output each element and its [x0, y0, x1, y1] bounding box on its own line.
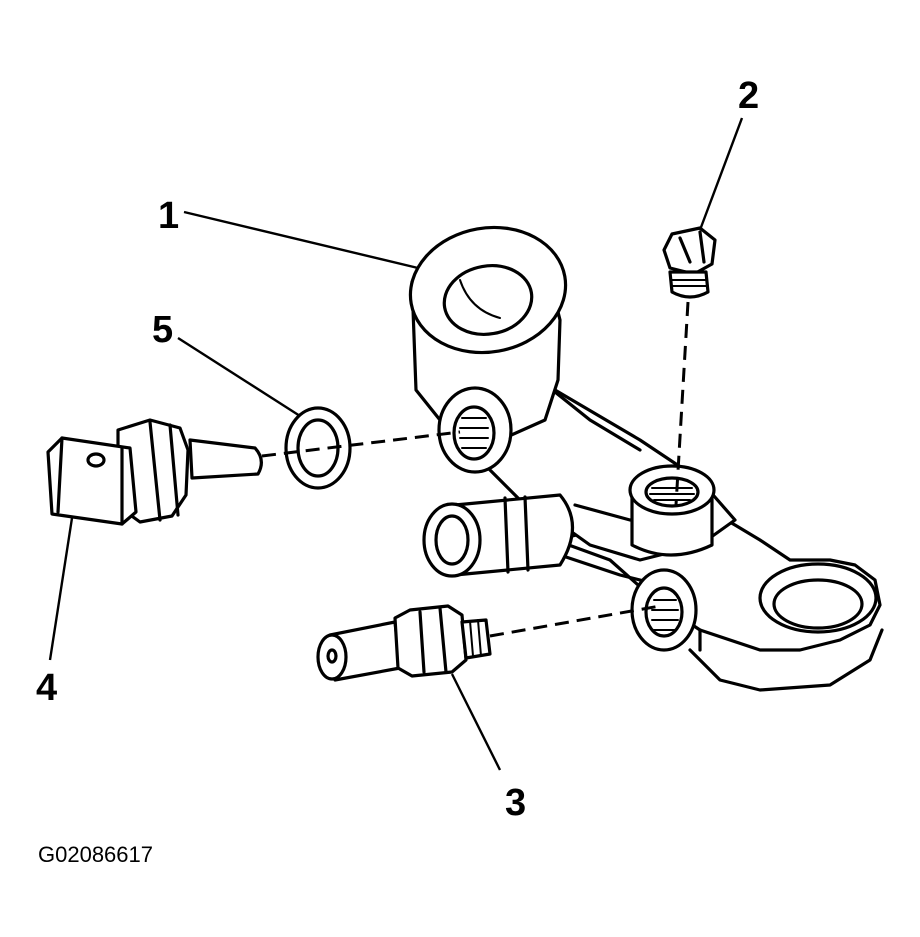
figure-id: G02086617	[38, 842, 153, 867]
temperature-sensor-upper	[46, 418, 263, 526]
callout-1: 1	[158, 195, 179, 237]
leader-line-1	[183, 210, 419, 270]
assembly-line-plug	[674, 301, 690, 506]
temperature-sensor-lower	[316, 604, 492, 682]
callout-5: 5	[152, 309, 173, 351]
coolant-outlet-housing	[408, 225, 884, 692]
leader-line-5	[177, 336, 301, 418]
callout-2: 2	[738, 75, 759, 117]
hex-plug	[662, 226, 717, 299]
assembly-line-sensor-upper	[261, 430, 461, 458]
leader-line-3	[450, 673, 502, 771]
assembly-line-sensor-lower	[489, 604, 661, 638]
leader-line-2	[698, 117, 744, 231]
callout-4: 4	[36, 667, 57, 709]
callout-3: 3	[505, 782, 526, 824]
leader-line-4	[48, 517, 74, 661]
